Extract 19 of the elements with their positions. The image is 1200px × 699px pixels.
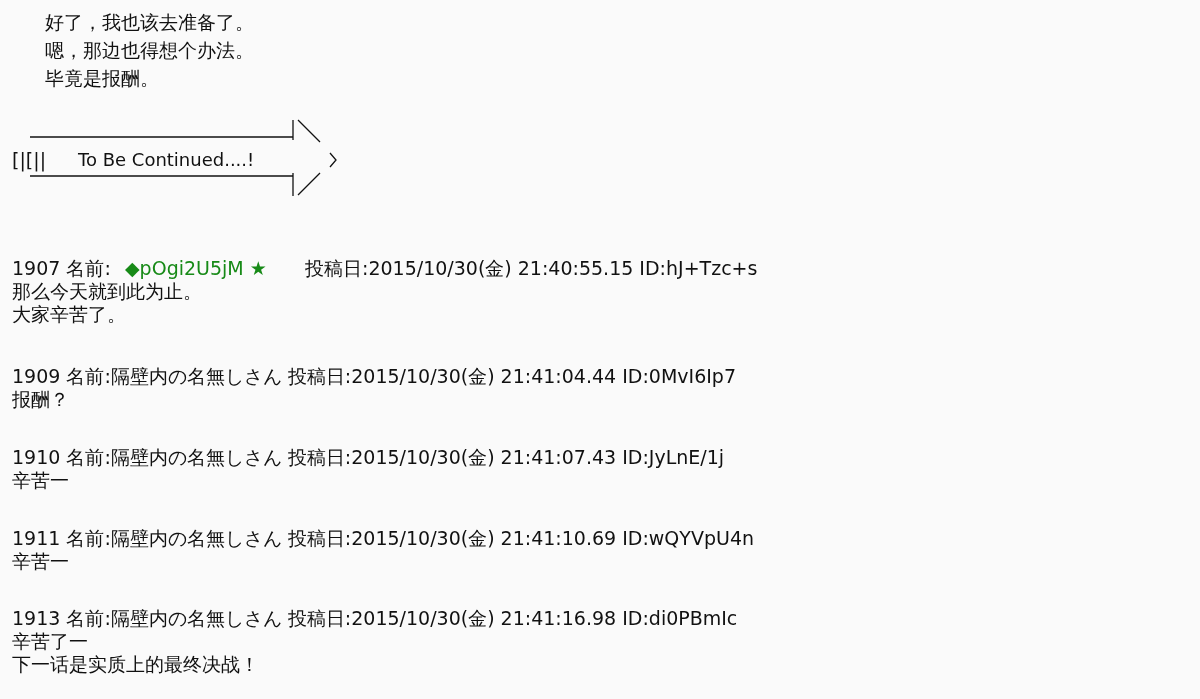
post-text: 大家辛苦了。 xyxy=(12,303,126,325)
post-header: 1913 名前:隔壁内の名無しさん 投稿日:2015/10/30(金) 21:41:16.98 ID:di0PBmIc xyxy=(12,607,738,629)
bracket-text: [|[|| xyxy=(12,149,47,171)
post-header: 1911 名前:隔壁内の名無しさん 投稿日:2015/10/30(金) 21:41:10.69 ID:wQYVpU4n xyxy=(12,527,755,549)
post-text: 辛苦一 xyxy=(12,469,69,491)
post-text: 辛苦一 xyxy=(12,550,69,572)
continued-text: To Be Continued....! xyxy=(78,149,255,171)
post-text: 那么今天就到此为止。 xyxy=(12,280,202,302)
post-header: 投稿日:2015/10/30(金) 21:40:55.15 ID:hJ+Tzc+s xyxy=(305,257,758,279)
dialogue-line: 好了，我也该去准备了。 xyxy=(45,11,254,33)
post-text: 辛苦了一 xyxy=(12,630,88,652)
poster-name: ◆pOgi2U5jM ★ xyxy=(125,257,267,279)
post-header: 1907 名前: xyxy=(12,257,111,279)
post-text: 报酬？ xyxy=(12,388,69,410)
post-header: 1909 名前:隔壁内の名無しさん 投稿日:2015/10/30(金) 21:41:04.44 ID:0MvI6Ip7 xyxy=(12,365,736,387)
post-header: 1910 名前:隔壁内の名無しさん 投稿日:2015/10/30(金) 21:41:07.43 ID:JyLnE/1j xyxy=(12,446,725,468)
post-text: 下一话是实质上的最终决战！ xyxy=(12,653,259,675)
dialogue-line: 毕竟是报酬。 xyxy=(45,67,159,89)
dialogue-line: 嗯，那边也得想个办法。 xyxy=(45,39,254,61)
